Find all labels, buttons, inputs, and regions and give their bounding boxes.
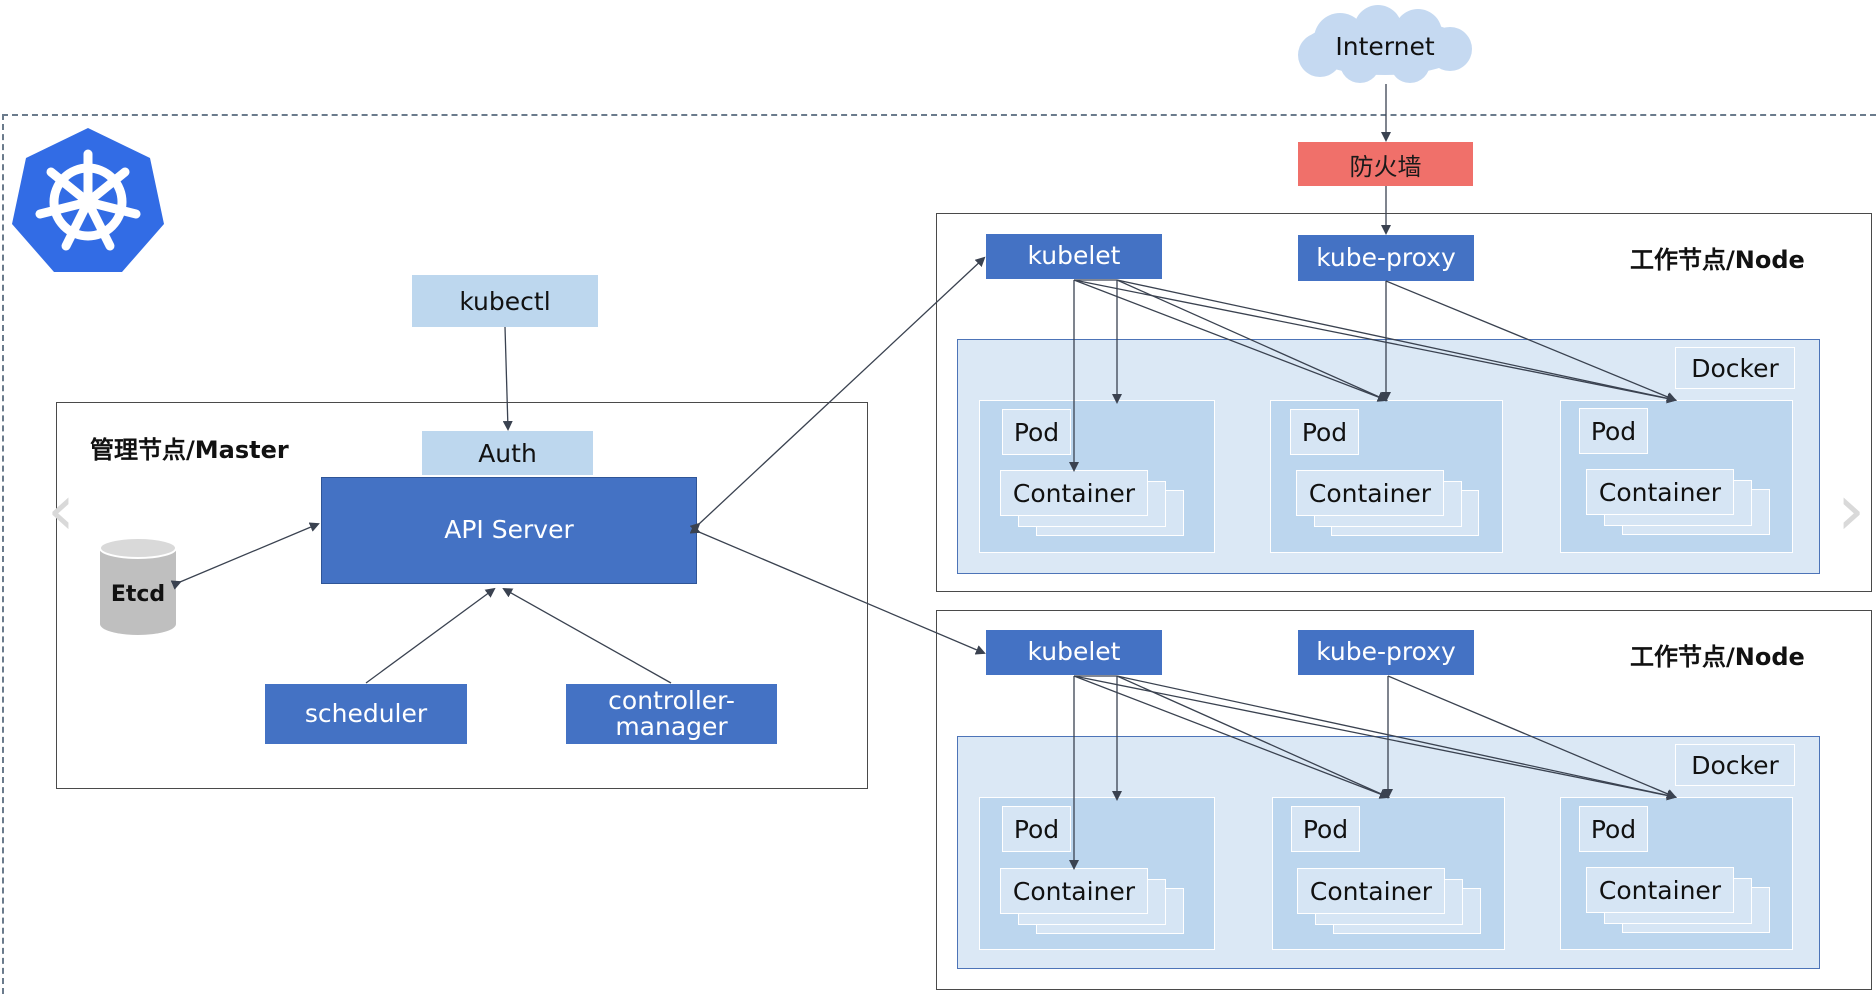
container-label-1-1: Container bbox=[1000, 470, 1148, 516]
cluster-boundary bbox=[2, 114, 1876, 994]
api-server-box: API Server bbox=[321, 477, 697, 584]
kubelet-box-1: kubelet bbox=[986, 234, 1162, 279]
chevron-right-icon[interactable]: › bbox=[1837, 469, 1865, 551]
pod-label-1-1: Pod bbox=[1002, 409, 1071, 455]
etcd-label: Etcd bbox=[110, 581, 166, 607]
cloud-icon bbox=[1298, 5, 1472, 83]
kube-proxy-box-2: kube-proxy bbox=[1298, 630, 1474, 675]
internet-cloud: Internet bbox=[1290, 5, 1480, 87]
auth-box: Auth bbox=[422, 431, 593, 475]
worker-node-frame-2 bbox=[936, 610, 1872, 990]
kubernetes-logo bbox=[12, 124, 164, 274]
container-label-1-2: Container bbox=[1296, 470, 1444, 516]
docker-label-1: Docker bbox=[1675, 347, 1795, 389]
container-label-1-3: Container bbox=[1586, 469, 1734, 515]
pod-label-1-2: Pod bbox=[1290, 409, 1359, 455]
container-label-2-2: Container bbox=[1297, 868, 1445, 914]
database-cylinder-icon bbox=[99, 537, 177, 635]
kubelet-box-2: kubelet bbox=[986, 630, 1162, 675]
worker-node-title-2: 工作节点/Node bbox=[1630, 643, 1805, 671]
scheduler-box: scheduler bbox=[265, 684, 467, 744]
chevron-left-icon[interactable]: ‹ bbox=[47, 469, 75, 551]
controller-manager-box: controller- manager bbox=[566, 684, 777, 744]
internet-label: Internet bbox=[1335, 31, 1435, 61]
pod-label-1-3: Pod bbox=[1579, 408, 1648, 454]
container-label-2-1: Container bbox=[1000, 868, 1148, 914]
pod-label-2-3: Pod bbox=[1579, 806, 1648, 852]
docker-label-2: Docker bbox=[1675, 744, 1795, 786]
pod-label-2-2: Pod bbox=[1291, 806, 1360, 852]
master-title: 管理节点/Master bbox=[90, 436, 289, 464]
container-label-2-3: Container bbox=[1586, 867, 1734, 913]
firewall-box: 防火墙 bbox=[1298, 142, 1473, 186]
kube-proxy-box-1: kube-proxy bbox=[1298, 235, 1474, 281]
helm-wheel-icon bbox=[12, 128, 164, 272]
kubectl-box: kubectl bbox=[412, 275, 598, 327]
pod-label-2-1: Pod bbox=[1002, 806, 1071, 852]
worker-node-title-1: 工作节点/Node bbox=[1630, 246, 1805, 274]
etcd-database: Etcd bbox=[98, 536, 178, 638]
